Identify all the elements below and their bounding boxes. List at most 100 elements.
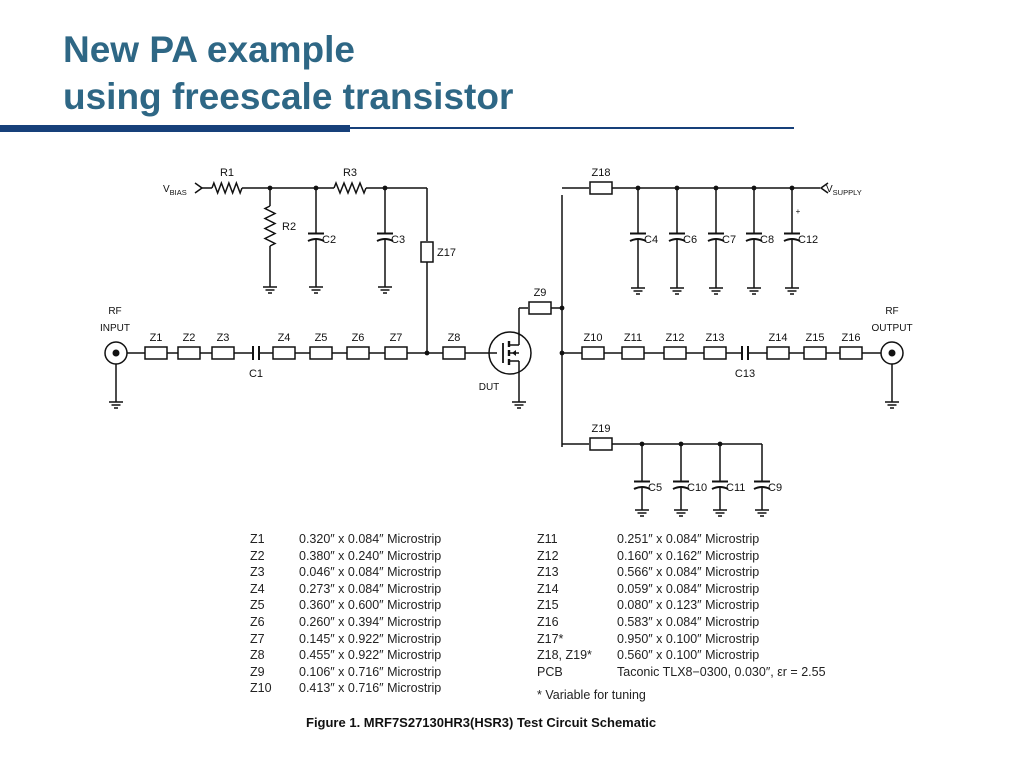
label-z8: Z8 (448, 332, 461, 344)
component-row: Z1 0.320″ x 0.084″ Microstrip (250, 531, 441, 548)
label-r2: R2 (282, 221, 296, 233)
junction-dot (717, 441, 723, 447)
junction-dot (424, 350, 430, 356)
microstrip-z14 (766, 346, 790, 360)
microstrip-z10 (581, 346, 605, 360)
component-name: Z1 (250, 532, 265, 546)
label-c10: C10 (687, 482, 707, 494)
capacitor-c2 (307, 238, 325, 242)
rf-output-label-2: OUTPUT (871, 323, 912, 334)
component-name: Z11 (537, 532, 558, 546)
component-name: Z12 (537, 548, 559, 563)
label-c12: C12 (798, 234, 818, 246)
components (104, 180, 904, 517)
rf-connector-icon (880, 341, 904, 365)
component-name: Z17* (537, 631, 564, 646)
component-name: Z2 (250, 548, 265, 563)
label-c13: C13 (735, 368, 755, 380)
transistor-arrow-icon (512, 350, 516, 356)
component-spec: 0.059″ x 0.084″ Microstrip (617, 581, 760, 596)
capacitor-c7 (707, 238, 725, 242)
component-spec: 0.106″ x 0.716″ Microstrip (299, 664, 442, 679)
capacitor-c10 (672, 486, 690, 490)
label-z12: Z12 (666, 332, 685, 344)
capacitor-c6 (668, 238, 686, 242)
capacitor-c3 (376, 238, 394, 242)
resistor-r2 (263, 205, 277, 247)
component-spec: Taconic TLX8−0300, 0.030″, εr = 2.55 (617, 664, 826, 679)
label-z16: Z16 (842, 332, 861, 344)
microstrip-z17 (420, 241, 434, 263)
microstrip-z19 (589, 437, 613, 451)
component-name: Z3 (250, 565, 265, 580)
microstrip-z15 (803, 346, 827, 360)
label-z19: Z19 (592, 423, 611, 435)
label-z11: Z11 (624, 332, 642, 344)
junction-dot (559, 305, 565, 311)
label-z6: Z6 (352, 332, 365, 344)
component-spec: 0.413″ x 0.716″ Microstrip (299, 681, 442, 696)
label-c7: C7 (722, 234, 736, 246)
slide-title: New PA example using freescale transisto… (63, 26, 513, 120)
component-name: Z15 (537, 598, 559, 613)
resistor-r1 (211, 180, 243, 196)
component-name: Z6 (250, 614, 265, 629)
rf-connector-icon (104, 341, 128, 365)
label-c1: C1 (249, 368, 263, 380)
junction-dot (267, 185, 273, 191)
label-c4: C4 (644, 234, 658, 246)
component-spec: 0.160″ x 0.162″ Microstrip (617, 548, 760, 563)
junction-dot (635, 185, 641, 191)
label-z10: Z10 (584, 332, 603, 344)
junction-dot (382, 185, 388, 191)
junction-dot (751, 185, 757, 191)
label-c11: C11 (726, 482, 745, 494)
capacitor-c5 (633, 486, 651, 490)
capacitor-c12 (783, 238, 801, 242)
label-c9: C9 (768, 482, 782, 494)
label-z5: Z5 (315, 332, 328, 344)
component-name: Z14 (537, 581, 559, 596)
component-name: Z7 (250, 631, 265, 646)
component-name: Z9 (250, 664, 265, 679)
component-spec: 0.560″ x 0.100″ Microstrip (617, 648, 760, 663)
component-spec: 0.380″ x 0.240″ Microstrip (299, 548, 442, 563)
rf-connector-icon (888, 349, 896, 357)
component-spec: 0.320″ x 0.084″ Microstrip (299, 532, 442, 546)
label-z15: Z15 (806, 332, 825, 344)
component-row: Z18, Z19*0.560″ x 0.100″ Microstrip (537, 647, 759, 664)
microstrip-z11 (621, 346, 645, 360)
component-spec: 0.455″ x 0.922″ Microstrip (299, 648, 442, 663)
title-line-1: New PA example (63, 29, 356, 70)
label-r3: R3 (343, 167, 357, 179)
label-z1: Z1 (150, 332, 163, 344)
component-name: Z13 (537, 565, 559, 580)
component-row: Z12 0.160″ x 0.162″ Microstrip (537, 548, 759, 565)
microstrip-z2 (177, 346, 201, 360)
component-spec: 0.273″ x 0.084″ Microstrip (299, 581, 442, 596)
microstrip-z7 (384, 346, 408, 360)
junction-dot (639, 441, 645, 447)
junction-dot (674, 185, 680, 191)
c12-plus-sign: + (796, 207, 801, 216)
microstrip-z3 (211, 346, 235, 360)
transistor-dut-icon (488, 331, 532, 375)
label-c5: C5 (648, 482, 662, 494)
microstrip-z1 (144, 346, 168, 360)
component-spec: 0.583″ x 0.084″ Microstrip (617, 614, 760, 629)
rf-input-label-1: RF (108, 306, 121, 317)
component-spec: 0.950″ x 0.100″ Microstrip (617, 631, 760, 646)
